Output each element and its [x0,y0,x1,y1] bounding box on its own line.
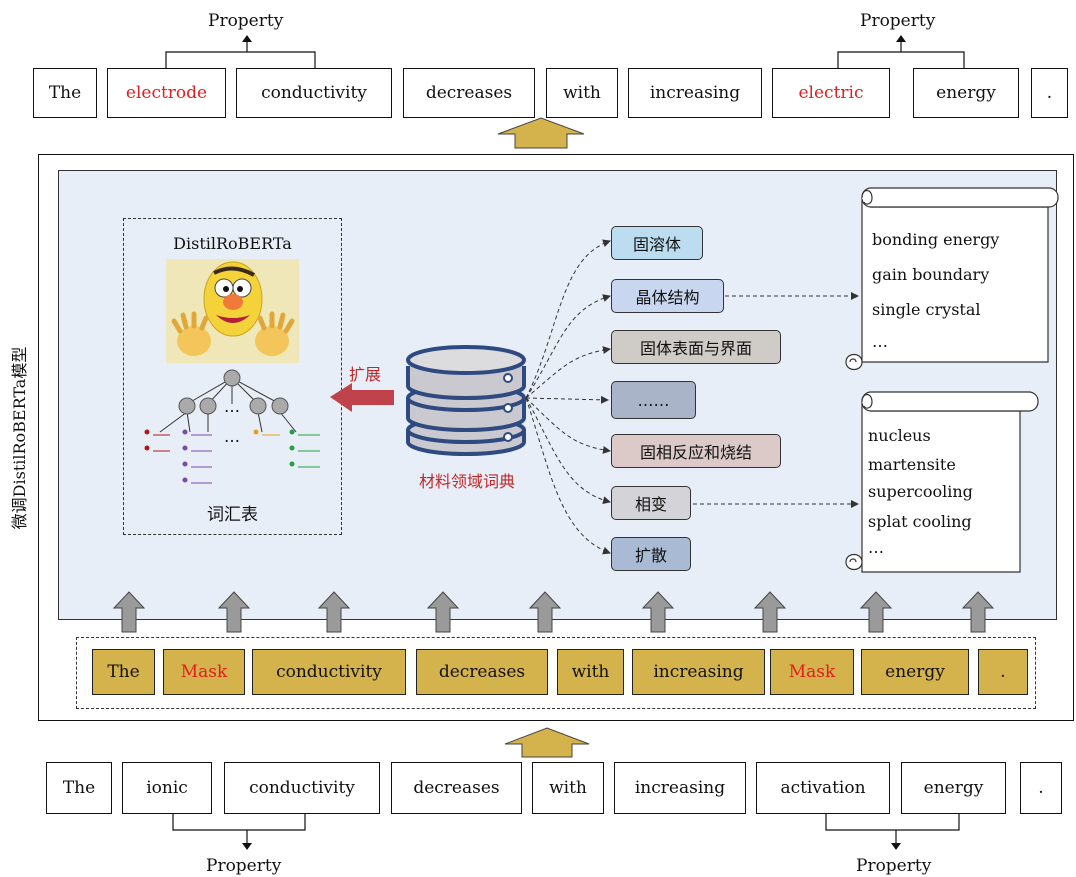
bottom-token: with [532,762,604,814]
masked-token: Mask [770,649,854,695]
scroll2-term: splat cooling [868,512,972,531]
category-crystal-structure: 晶体结构 [611,279,724,313]
top-token: with [546,68,618,118]
distilroberta-title: DistilRoBERTa [173,234,292,253]
expand-label: 扩展 [349,365,382,384]
masked-token: . [978,649,1028,695]
bottom-token: activation [756,762,890,814]
bottom-property-right: Property [856,856,932,876]
database-label: 材料领域词典 [418,472,515,491]
masked-token: The [92,649,155,695]
scroll1-term: single crystal [872,300,981,319]
category-phase-change: 相变 [611,486,691,520]
vocab-label: 词汇表 [207,505,258,525]
top-token: increasing [628,68,762,118]
top-token: energy [913,68,1019,118]
top-property-right: Property [860,11,936,31]
bottom-token: conductivity [224,762,380,814]
masked-token: with [557,649,624,695]
category-diffusion: 扩散 [611,537,691,571]
scroll1-term: … [872,332,888,351]
bert-image [166,259,299,363]
category-solid-surface: 固体表面与界面 [611,330,781,364]
category-solid-reaction: 固相反应和烧结 [611,434,781,468]
bottom-property-left: Property [206,856,282,876]
bottom-token: ionic [122,762,212,814]
scroll2-term: supercooling [868,482,973,501]
bottom-token: increasing [614,762,746,814]
top-token: decreases [403,68,535,118]
model-frame [38,154,1074,721]
scroll2-term: martensite [868,455,956,474]
masked-token: decreases [416,649,548,695]
masked-token: conductivity [252,649,406,695]
scroll2-term: … [868,538,884,557]
masked-token: energy [861,649,969,695]
category-solid-solution: 固溶体 [611,226,703,260]
bottom-token: . [1020,762,1062,814]
top-token: electrode [107,68,226,118]
masked-token: Mask [163,649,245,695]
top-token: electric [772,68,890,118]
top-token: The [33,68,97,118]
top-property-left: Property [208,11,284,31]
bottom-token: The [46,762,112,814]
distilroberta-box [123,218,342,535]
top-token: conductivity [236,68,392,118]
bottom-token: energy [901,762,1006,814]
scroll1-term: bonding energy [872,230,1000,249]
top-token: . [1031,68,1068,118]
masked-token: increasing [632,649,765,695]
bottom-token: decreases [391,762,522,814]
scroll2-term: nucleus [868,426,931,445]
category-ellipsis: …… [611,381,696,419]
masked-input-box [76,637,1036,709]
scroll1-term: gain boundary [872,265,990,284]
